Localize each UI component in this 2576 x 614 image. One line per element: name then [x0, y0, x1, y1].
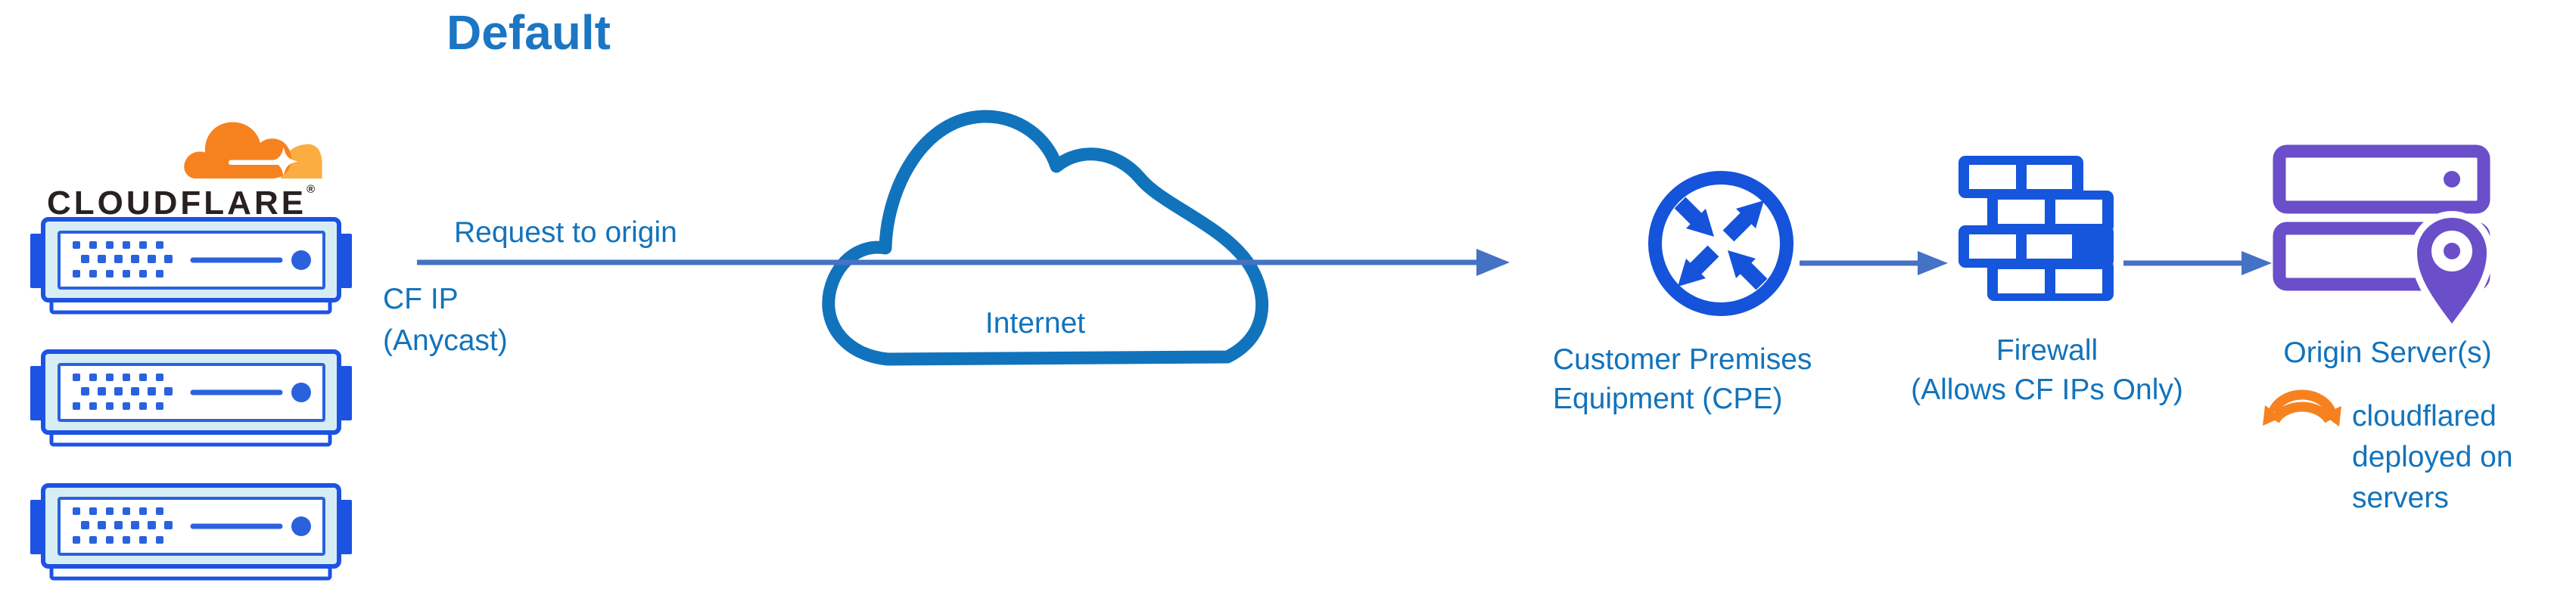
cf-ip-label-line1: CF IP [383, 283, 459, 315]
cloudflared-note-line3: servers [2352, 482, 2449, 514]
server-dots [73, 507, 173, 544]
internet-cloud-icon [822, 110, 1269, 366]
location-pin-icon [2410, 211, 2494, 327]
cloudflare-wordmark: CLOUDFLARE® [47, 183, 315, 222]
registered-mark: ® [306, 183, 316, 196]
flow-arrow-icon [417, 249, 1510, 276]
cpe-caption-line2: Equipment (CPE) [1553, 383, 1783, 415]
cpe-caption-line1: Customer Premises [1553, 343, 1812, 376]
sync-icon [2263, 389, 2341, 426]
origin-servers-icon [2273, 144, 2494, 327]
origin-caption: Origin Server(s) [2283, 336, 2492, 369]
cloudflare-wordmark-text: CLOUDFLARE [47, 185, 307, 222]
cloudflare-logo-icon [184, 122, 322, 179]
cpe-router-icon [1648, 171, 1794, 316]
cf-edge-server-icon [30, 349, 352, 447]
cf-edge-server-icon [30, 217, 352, 315]
flow-arrow-icon [1800, 251, 1948, 275]
firewall-caption: Firewall (Allows CF IPs Only) [1865, 331, 2229, 410]
firewall-caption-line1: Firewall [1996, 334, 2098, 367]
cloudflared-note-line2: deployed on [2352, 441, 2513, 473]
flow-arrow-icon [2123, 251, 2272, 275]
cpe-caption: Customer Premises Equipment (CPE) [1553, 340, 1812, 419]
internet-label: Internet [985, 307, 1086, 340]
router-arrows [1674, 197, 1768, 290]
request-to-origin-label: Request to origin [454, 216, 677, 249]
cf-ip-label: CF IP (Anycast) [383, 278, 508, 361]
server-dots [73, 374, 173, 410]
cloudflared-note: cloudflared deployed on servers [2352, 396, 2513, 519]
firewall-icon [1958, 156, 2114, 301]
firewall-caption-line2: (Allows CF IPs Only) [1911, 374, 2183, 406]
cf-ip-label-line2: (Anycast) [383, 324, 508, 357]
server-dots [73, 241, 173, 278]
cloudflared-note-line1: cloudflared [2352, 400, 2497, 433]
page-title: Default [446, 5, 611, 60]
cf-edge-server-icon [30, 483, 352, 581]
